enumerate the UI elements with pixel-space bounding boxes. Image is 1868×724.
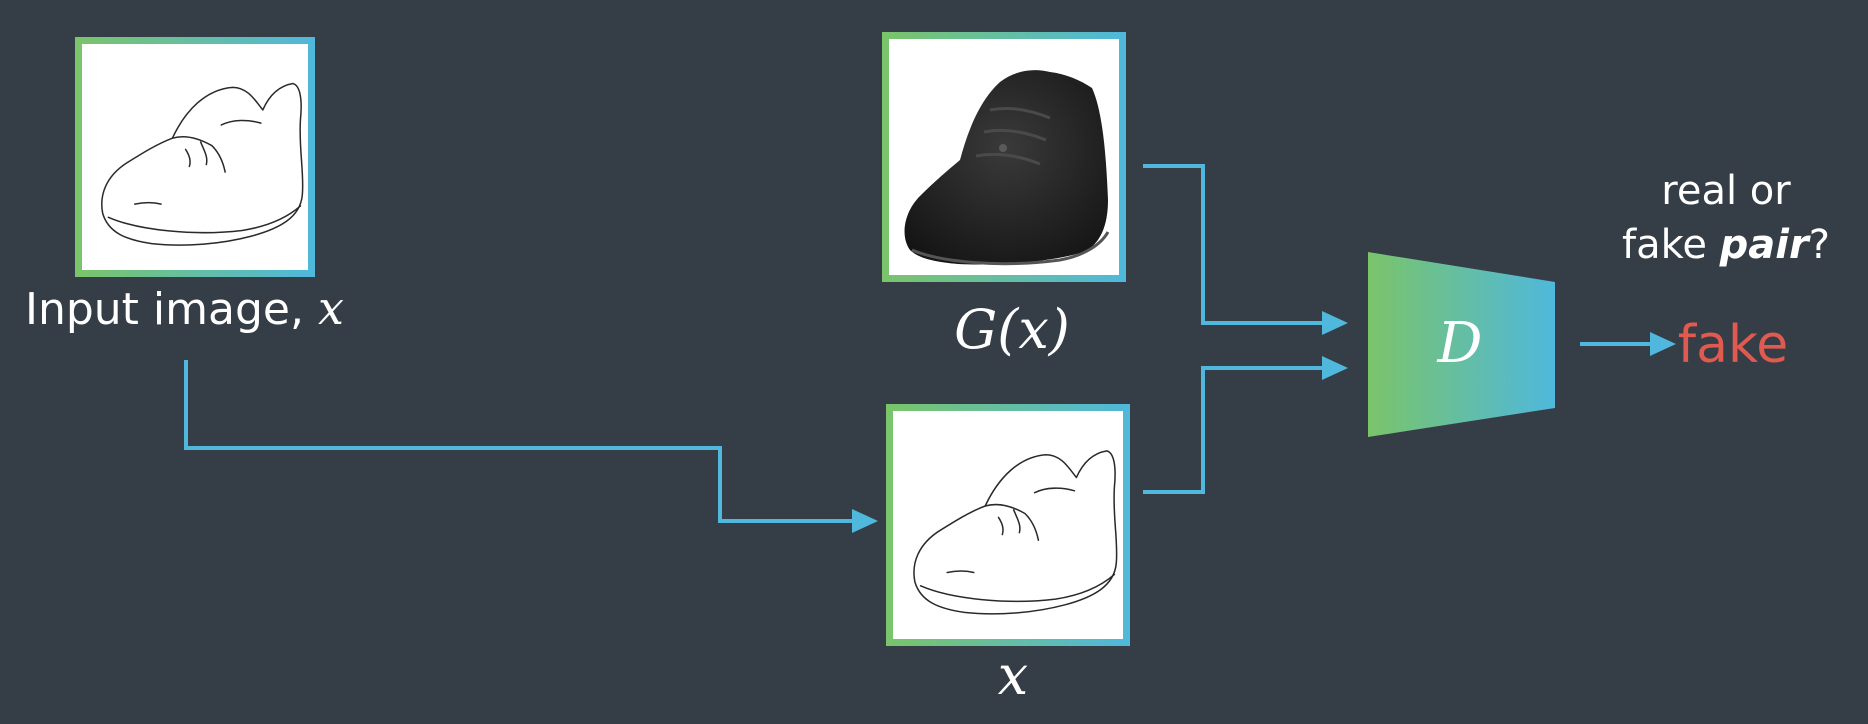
input-image-caption-text: Input image,: [25, 284, 318, 335]
generated-image-caption: G(x): [954, 298, 1070, 361]
generated-image-panel: [882, 32, 1126, 282]
paired-image-panel: [886, 404, 1130, 646]
black-sneaker-icon: [904, 70, 1110, 266]
output-label: fake: [1678, 315, 1788, 375]
pair-to-discriminator-connector: [1143, 356, 1348, 494]
question-line-2-emphasis: pair: [1719, 222, 1811, 268]
discriminator-label: D: [1437, 311, 1483, 376]
input-image-caption-var: x: [318, 281, 344, 335]
discriminator-output-connector: [1580, 332, 1676, 356]
question-line-1: real or: [1661, 168, 1791, 214]
generated-to-discriminator-connector: [1143, 164, 1348, 335]
question-line-2-prefix: fake: [1622, 222, 1720, 268]
discriminator-block: D: [1368, 252, 1555, 437]
arrowhead-icon: [852, 509, 878, 533]
arrowhead-icon: [1322, 356, 1348, 380]
question-line-2: fake pair?: [1622, 222, 1830, 268]
question-line-2-suffix: ?: [1809, 222, 1830, 268]
input-image-panel: [75, 37, 315, 277]
input-to-pair-connector: [184, 360, 878, 533]
arrowhead-icon: [1650, 332, 1676, 356]
paired-image-caption: x: [998, 644, 1028, 707]
input-image-caption: Input image, x: [25, 281, 344, 335]
arrowhead-icon: [1322, 311, 1348, 335]
